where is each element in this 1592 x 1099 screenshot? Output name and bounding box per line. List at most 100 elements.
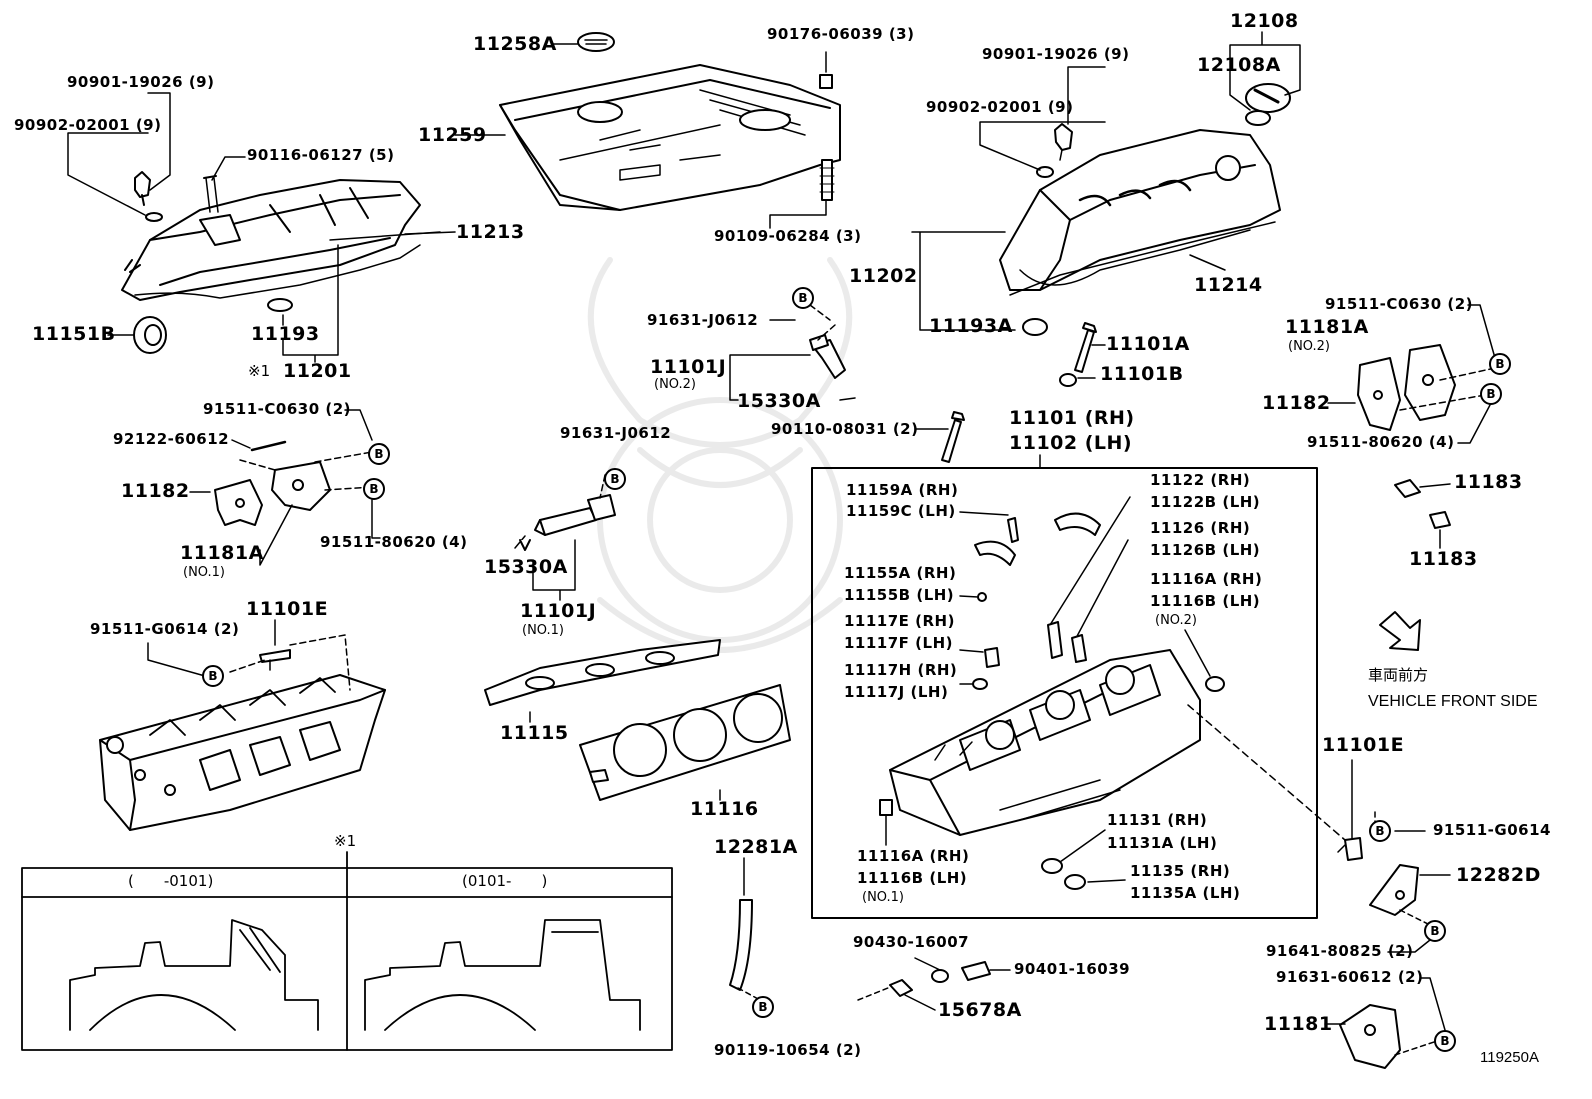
part-11182-rh-label: 11182: [1262, 392, 1331, 414]
reference-box: [21, 851, 673, 1051]
front-arrow-icon: [1379, 611, 1421, 651]
part-11201-label: 11201: [283, 360, 352, 382]
part-90401-label: 90401-16039: [1014, 960, 1131, 978]
part-11181-label: 11181: [1264, 1013, 1333, 1035]
part-91641-label: 91641-80825 (2): [1266, 942, 1414, 960]
part-11116-no1-note: (NO.1): [862, 890, 904, 905]
part-11101-label: 11101 (RH): [1009, 407, 1135, 429]
diagram-id-label: 119250A: [1480, 1049, 1539, 1066]
bracket-rh-drawing: [1357, 344, 1496, 431]
part-11101e-lh-label: 11101E: [246, 598, 329, 620]
part-11131a-label: 11131A (LH): [1107, 834, 1218, 852]
part-11159c-label: 11159C (LH): [846, 502, 956, 520]
part-11101j-no1-note: (NO.1): [522, 623, 564, 638]
part-91631-top-label: 91631-J0612: [647, 311, 759, 329]
part-11182-lh-label: 11182: [121, 480, 190, 502]
part-91511-80620-rh-label: 91511-80620 (4): [1307, 433, 1455, 451]
callout-b-icon: B: [1489, 353, 1511, 375]
part-11116a-no1-label: 11116A (RH): [857, 847, 970, 865]
part-11181a-no1-note: (NO.1): [183, 565, 225, 580]
part-91511-80620-lh-label: 91511-80620 (4): [320, 533, 468, 551]
part-11101b-label: 11101B: [1100, 363, 1184, 385]
part-90902-rh-label: 90902-02001 (9): [926, 98, 1074, 116]
seal-11151b-drawing: [107, 316, 167, 354]
part-11126b-label: 11126B (LH): [1150, 541, 1261, 559]
part-11155a-label: 11155A (RH): [844, 564, 957, 582]
part-15330a-mid-label: 15330A: [484, 556, 568, 578]
part-11181a-no1-label: 11181A: [180, 542, 264, 564]
part-91631-mid-label: 91631-J0612: [560, 424, 672, 442]
part-12281a-label: 12281A: [714, 836, 798, 858]
part-11101a-label: 11101A: [1106, 333, 1190, 355]
callout-b-icon: B: [1434, 1030, 1456, 1052]
part-11101e-rh-label: 11101E: [1322, 734, 1405, 756]
valve-cover-lh-drawing: [121, 179, 441, 301]
part-11116-label: 11116: [690, 798, 759, 820]
part-91511c-rh-label: 91511-C0630 (2): [1325, 295, 1474, 313]
part-11213-label: 11213: [456, 221, 525, 243]
part-11193-label: 11193: [251, 323, 320, 345]
part-11116b-no2-label: 11116B (LH): [1150, 592, 1261, 610]
head-gasket-drawing: [579, 684, 791, 801]
part-11151b-label: 11151B: [32, 323, 116, 345]
part-11181a-no2-label: 11181A: [1285, 316, 1369, 338]
part-92122-label: 92122-60612: [113, 430, 230, 448]
vvt-sensor-no1-drawing: [514, 474, 616, 551]
part-11159a-label: 11159A (RH): [846, 481, 959, 499]
part-12282d-label: 12282D: [1456, 864, 1541, 886]
part-11258a-label: 11258A: [473, 33, 557, 55]
part-90110-label: 90110-08031 (2): [771, 420, 919, 438]
part-11135a-label: 11135A (LH): [1130, 884, 1241, 902]
part-11117f-label: 11117F (LH): [844, 634, 953, 652]
part-12108a-label: 12108A: [1197, 54, 1281, 76]
part-12108-label: 12108: [1230, 10, 1299, 32]
ref-right-range-label: (0101- ): [462, 872, 548, 890]
parts-group-box: [811, 467, 1318, 919]
vehicle-front-jp-label: 車両前方: [1368, 666, 1429, 684]
part-11117j-label: 11117J (LH): [844, 683, 949, 701]
cylinder-head-rh-drawing: [889, 649, 1201, 836]
part-11135-label: 11135 (RH): [1130, 862, 1231, 880]
part-90901-rh-label: 90901-19026 (9): [982, 45, 1130, 63]
part-11117h-label: 11117H (RH): [844, 661, 958, 679]
part-90430-label: 90430-16007: [853, 933, 970, 951]
part-90902-lh-label: 90902-02001 (9): [14, 116, 162, 134]
part-11116b-no1-label: 11116B (LH): [857, 869, 968, 887]
part-11214-label: 11214: [1194, 274, 1263, 296]
part-90109-label: 90109-06284 (3): [714, 227, 862, 245]
callout-b-icon: B: [1480, 383, 1502, 405]
sensor-lh-drawing: [134, 171, 219, 222]
part-11116a-no2-label: 11116A (RH): [1150, 570, 1263, 588]
callout-b-icon: B: [202, 665, 224, 687]
vehicle-front-en-label: VEHICLE FRONT SIDE: [1368, 693, 1538, 710]
part-11122-label: 11122 (RH): [1150, 471, 1251, 489]
part-90116-label: 90116-06127 (5): [247, 146, 395, 164]
callout-b-icon: B: [1369, 820, 1391, 842]
callout-b-icon: B: [1424, 920, 1446, 942]
part-91511c-lh-label: 91511-C0630 (2): [203, 400, 352, 418]
part-11181a-no2-note: (NO.2): [1288, 339, 1330, 354]
intake-gasket-drawing: [484, 639, 721, 723]
valve-cover-rh-drawing: [999, 129, 1281, 296]
part-90901-lh-label: 90901-19026 (9): [67, 73, 215, 91]
ref-mark-label: ※1: [248, 362, 271, 380]
bracket-lh-drawing: [214, 440, 373, 526]
vvt-sensor-no2-drawing: [809, 304, 856, 401]
part-90119-label: 90119-10654 (2): [714, 1041, 862, 1059]
part-11116-no2-note: (NO.2): [1155, 613, 1197, 628]
part-11115-label: 11115: [500, 722, 569, 744]
callout-b-icon: B: [604, 468, 626, 490]
cylinder-head-lh-drawing: [99, 674, 386, 831]
part-11101j-no2-label: 11101J: [650, 356, 727, 378]
part-91511g-rh-label: 91511-G0614: [1433, 821, 1551, 839]
part-91631-60612-label: 91631-60612 (2): [1276, 968, 1424, 986]
ref-left-range-label: ( -0101): [128, 872, 214, 890]
ref-box-mark-label: ※1: [334, 832, 357, 850]
part-11183-b-label: 11183: [1409, 548, 1478, 570]
part-91511g-lh-label: 91511-G0614 (2): [90, 620, 240, 638]
part-15678a-label: 15678A: [938, 999, 1022, 1021]
callout-b-icon: B: [363, 478, 385, 500]
part-11101j-no1-label: 11101J: [520, 600, 597, 622]
